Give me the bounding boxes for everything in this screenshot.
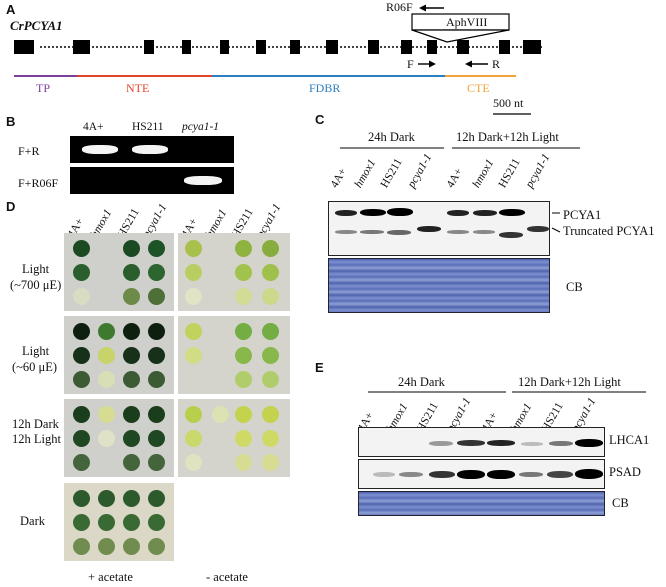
d-cond-4-l1: Dark bbox=[20, 514, 45, 528]
c-lane-4: pcya1-1 bbox=[405, 151, 435, 190]
scale-label: 500 nt bbox=[493, 96, 524, 110]
c-lane-3: HS211 bbox=[378, 156, 405, 190]
d-cond-1-l2: (~700 μE) bbox=[10, 278, 62, 292]
gel-band bbox=[184, 176, 222, 185]
plate-700-plus bbox=[64, 233, 174, 311]
c-label-cb: CB bbox=[566, 280, 583, 294]
domain-nte-label: NTE bbox=[126, 81, 150, 95]
e-coomassie bbox=[358, 491, 605, 516]
gene-model bbox=[14, 4, 542, 115]
plate-60-minus bbox=[178, 316, 290, 394]
exon-9 bbox=[368, 40, 379, 54]
e-label-cb: CB bbox=[612, 496, 629, 510]
primer-r-label: R bbox=[492, 57, 501, 71]
plate-cycle-plus bbox=[64, 399, 174, 477]
exon-14 bbox=[523, 40, 541, 54]
c-label-truncated: Truncated PCYA1 bbox=[563, 224, 655, 238]
e-blot-lhca1 bbox=[358, 427, 605, 457]
d-cond-2-l1: Light bbox=[22, 344, 50, 358]
plate-dark-plus bbox=[64, 483, 174, 561]
domain-fdbr-label: FDBR bbox=[309, 81, 341, 95]
gel-band bbox=[132, 145, 168, 154]
gel-fr06f bbox=[70, 167, 234, 194]
c-lane-5: 4A+ bbox=[444, 166, 466, 190]
panel-b-letter: B bbox=[6, 114, 16, 129]
c-group-light: 12h Dark+12h Light bbox=[456, 130, 559, 144]
c-lane-7: HS211 bbox=[496, 156, 523, 190]
exon-1 bbox=[14, 40, 34, 54]
exon-8 bbox=[326, 40, 338, 54]
b-row-fr: F+R bbox=[18, 144, 40, 158]
panel-e-letter: E bbox=[315, 360, 324, 375]
c-label-pcya1: PCYA1 bbox=[563, 208, 602, 222]
plate-700-minus bbox=[178, 233, 290, 311]
e-group-light: 12h Dark+12h Light bbox=[518, 375, 621, 389]
e-blot-psad bbox=[358, 459, 605, 489]
plate-cycle-minus bbox=[178, 399, 290, 477]
domain-cte-label: CTE bbox=[467, 81, 490, 95]
d-cond-1-l1: Light bbox=[22, 262, 50, 276]
c-lane-1: 4A+ bbox=[328, 166, 350, 190]
c-lane-6: hmox1 bbox=[470, 157, 497, 190]
exon-2 bbox=[73, 40, 90, 54]
b-row-fr06f: F+R06F bbox=[18, 176, 59, 190]
exon-4 bbox=[182, 40, 191, 54]
panel-a-letter: A bbox=[6, 2, 16, 17]
panel-d-letter: D bbox=[6, 199, 16, 214]
primer-f-label: F bbox=[407, 57, 414, 71]
exon-11 bbox=[427, 40, 437, 54]
gel-band bbox=[82, 145, 118, 154]
exon-6 bbox=[256, 40, 266, 54]
c-western-blot bbox=[328, 201, 550, 256]
c-coomassie bbox=[328, 258, 550, 313]
b-lane-hs211: HS211 bbox=[132, 121, 164, 133]
aphviii-label: AphVIII bbox=[446, 15, 488, 29]
plate-60-plus bbox=[64, 316, 174, 394]
b-lane-pcya1: pcya1-1 bbox=[182, 121, 220, 133]
d-cond-3-l1: 12h Dark bbox=[12, 417, 59, 431]
gel-fr bbox=[70, 136, 234, 163]
e-group-dark: 24h Dark bbox=[398, 375, 445, 389]
exon-5 bbox=[220, 40, 229, 54]
exon-13 bbox=[499, 40, 510, 54]
e-label-lhca1: LHCA1 bbox=[609, 433, 650, 447]
d-cond-2-l2: (~60 μE) bbox=[12, 360, 58, 374]
insertion-triangle bbox=[411, 29, 510, 43]
exon-10 bbox=[401, 40, 412, 54]
d-plus-acetate: + acetate bbox=[88, 570, 133, 584]
primer-r06f-label: R06F bbox=[386, 0, 413, 14]
c-group-dark: 24h Dark bbox=[368, 130, 415, 144]
gene-name: CrPCYA1 bbox=[10, 18, 63, 33]
d-minus-acetate: - acetate bbox=[206, 570, 248, 584]
exon-3 bbox=[144, 40, 154, 54]
exon-12 bbox=[457, 40, 469, 54]
e-label-psad: PSAD bbox=[609, 465, 641, 479]
panel-c-letter: C bbox=[315, 112, 325, 127]
c-lane-8: pcya1-1 bbox=[523, 151, 553, 190]
b-lane-4a: 4A+ bbox=[83, 121, 104, 133]
c-lane-2: hmox1 bbox=[352, 157, 379, 190]
domain-tp-label: TP bbox=[36, 81, 51, 95]
exon-7 bbox=[290, 40, 300, 54]
d-cond-3-l2: 12h Light bbox=[12, 432, 61, 446]
